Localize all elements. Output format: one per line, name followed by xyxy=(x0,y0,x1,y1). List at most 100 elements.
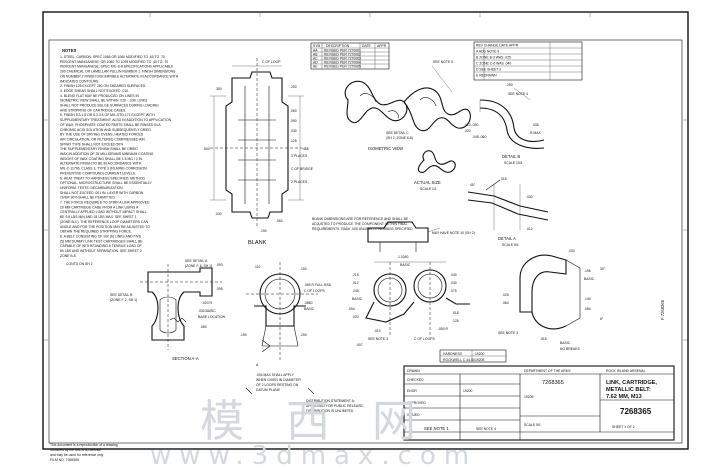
places-2-label: 2 PLACES xyxy=(291,180,308,184)
c-of-loops-label: C OF LOOPS xyxy=(304,289,325,293)
rev-right-row: A ADD NOTE 9 xyxy=(476,50,499,54)
dim-text: .050 R xyxy=(438,327,449,331)
apply-note: WHEN GIVEN IN DIAMETER xyxy=(256,378,301,382)
rev-header-date: DATE xyxy=(362,44,372,48)
note-line: BY THE USE OF DRYING OVENS, HEATED FORCE… xyxy=(60,133,144,137)
drawing-number: 7268365 xyxy=(620,407,652,416)
note-line: THE SUPPLEMENTARY FINISH SHALL BE DRIED xyxy=(60,147,138,151)
section-aa-view: SEE DETAIL A (ZONE F-6, SH 1) SEE DETAIL… xyxy=(110,259,226,361)
code-label: 19200 xyxy=(463,389,473,393)
note-line: CHROMIC ACID SOLUTION AND SUBSEQUENTLY D… xyxy=(60,128,151,132)
dim-text: 45° xyxy=(470,183,476,187)
distribution-line: DISTRIBUTION STATEMENT A: xyxy=(306,399,355,403)
note-line: 1. STEEL, CARBON, SPEC 1065 OR 1060 MODI… xyxy=(60,55,165,59)
dim-text: .084 xyxy=(584,307,591,311)
note-line: CAPABLE OF WITHSTANDING A TENSILE LOAD O… xyxy=(60,244,142,248)
rev-right-row: E REDRAWN xyxy=(476,74,497,78)
actual-size-scale: SCALE 1/1 xyxy=(420,187,437,191)
dim-text: .350 xyxy=(215,87,222,91)
note-line: OPTIONAL. MICROSTRUCTURE SHALL BE ESSENT… xyxy=(60,181,152,185)
rev-right-row: D SEE SHEET 2 xyxy=(476,68,501,72)
see-detail-c-label: SEE DETAIL C xyxy=(386,131,409,135)
note-line: ISOMETRIC VIEW SHALL BE WITHIN .010 - .0… xyxy=(60,99,148,103)
see-note-3-label: SEE NOTE 3 xyxy=(368,337,388,341)
stamp-line: FILM NO. 7268365 xyxy=(50,458,79,462)
detail-c-zone-label: (SH 2, ZONE 6-6) xyxy=(386,136,413,140)
note-line: ON NUMBER 2 FINISH DISCERNIBLE ALTERNATE… xyxy=(60,74,179,78)
rev-row-desc: REVISED PER 7270063 xyxy=(324,57,361,61)
see-note-5-label: SEE NOTE 5 xyxy=(433,60,453,64)
dim-text: .200 xyxy=(300,333,307,337)
side-view: MAY HAVE NOTE 10 (SH 2) 1.0340 BASIC .21… xyxy=(348,221,475,347)
note-line: AND STRIPPING OF CARTRIDGE CASES. xyxy=(60,108,126,112)
note-line: SUPPLEMENTARY TREATMENT; ALSO IN ADDITIO… xyxy=(60,118,172,122)
apply-note: .004 MAX SHALL APPLY xyxy=(256,373,295,377)
sheet-label: SHEET 1 OF 2 xyxy=(612,425,635,429)
see-note-10-label: MAY HAVE NOTE 10 (SH 2) xyxy=(432,231,475,235)
dim-text: 30° xyxy=(600,267,606,271)
code-label-2: 19205 xyxy=(524,395,534,399)
apply-note: OF 2 LOOPS RESTING ON xyxy=(256,383,299,387)
blank-note-line: REQUIREMENTS. RADII .005 UNLESS OTHERWIS… xyxy=(312,227,413,231)
rev-row-sym: AC xyxy=(313,57,318,61)
drawing-title-3: 7.62 MM, M13 xyxy=(606,394,642,400)
note-line: 7. THE FORCE REQUIRED TO STRIP A LINK AP… xyxy=(60,201,150,205)
dim-text: .030 xyxy=(290,129,297,133)
dim-text: .045-.060 xyxy=(472,135,486,139)
see-note-4-label: SEE NOTE 4 xyxy=(508,92,528,96)
note-line: UNIFORM. TESTS: DECARBURIZATION xyxy=(60,186,123,190)
dim-blank-height: .600 xyxy=(203,147,210,151)
detail-a-view: .250 SEE NOTE 4 .010-.030 .020 .045-.060… xyxy=(464,83,545,165)
note-line: PERCENT MANGANESE; OR 1080 TO 1095 MODIF… xyxy=(60,60,168,64)
scale-label: SCALE 5/1 xyxy=(524,423,541,427)
rev-row-desc: REVISED PER 7270061 xyxy=(324,49,361,53)
actual-size-label: ACTUAL SIZE xyxy=(414,180,441,185)
blank-view: C OF LOOP .600 .455 .350 .200 .060 .090 … xyxy=(203,58,314,246)
rev-row-desc: REVISED PER 7270065 xyxy=(324,65,361,69)
blank-note-line: ADJUSTED TO PRODUCE THE COMPONENT WITHIN… xyxy=(312,222,408,226)
title-row-label: CHECKED xyxy=(407,378,424,382)
note-line: (ZONE B-C). THE REFERENCE LOOP DIAMETERS… xyxy=(60,220,149,224)
dim-text: .033 xyxy=(568,249,575,253)
note-line: (5) MM DUMMY LINK TEST CARTRIDGES SHALL … xyxy=(60,239,143,243)
basic-label: BASIC xyxy=(560,341,571,345)
film-stamp: This document is a reproduction of a dra… xyxy=(50,443,118,462)
dim-text: .060 xyxy=(200,325,207,329)
datum-a-label: A xyxy=(256,363,259,367)
isometric-view: SEE NOTE 5 SEE DETAIL C (SH 2, ZONE 6-6)… xyxy=(344,60,471,191)
no-break-label: NO BREAKS xyxy=(560,347,581,351)
note-line: CENTRALLY APPLIED LOAD WITHOUT IMPACT SH… xyxy=(60,210,147,214)
note-line: OBTAIN THE REQUIRED STRIPPING FORCE. xyxy=(60,230,132,234)
revision-table: SYM DESCRIPTION DATE APPR AA REVISED PER… xyxy=(310,42,390,70)
note-line: 6. HEAT TREAT TO HARDNESS SPECIFIED; MET… xyxy=(60,176,145,180)
code-label-2: 19205 xyxy=(475,358,485,362)
note-line: AIR CIRCULATION, OR FILTERED COMPRESSED … xyxy=(60,137,146,141)
code-label: 19200 xyxy=(475,352,485,356)
drawing-border xyxy=(42,11,689,450)
blank-view-label: BLANK xyxy=(248,240,267,246)
dim-text: .095 xyxy=(216,287,223,291)
hardness-value: ROCKWELL C 44-50 xyxy=(443,358,475,362)
note-line: 20 MM CARTRIDGE CASE FROM A LINK USING A xyxy=(60,205,139,209)
hardness-label: HARDNESS xyxy=(443,352,463,356)
revision-table-right: REV CHANGE DATE APPR A ADD NOTE 9 B ZONE… xyxy=(473,41,583,81)
dim-text: .3860 xyxy=(304,301,313,305)
see-note-3b-label: SEE NOTE 3 xyxy=(498,331,518,335)
detail-a-scale: SCALE 8/1 xyxy=(502,243,519,247)
blank-note-line: BLANK DIMENSIONS ARE FOR REFERENCE AND S… xyxy=(312,217,409,221)
dim-text: .245 xyxy=(352,289,359,293)
dim-text: .020 R xyxy=(202,301,213,305)
dim-text: .012 xyxy=(526,227,533,231)
note-line: PREVENTIVE COMPOUND) CURRENT LEVELS. xyxy=(60,171,136,175)
drawing-title-2: METALLIC BELT: xyxy=(606,387,651,393)
datum-plane-label: DATUM PLANE xyxy=(256,388,281,392)
note-line: PERCENT MANGANESE; SPEC MIL-S-8 SPECIFIC… xyxy=(60,65,174,69)
watermark-cn: 模 西 网 xyxy=(200,396,430,447)
rev-row-desc: REVISED PER 7270064 xyxy=(324,61,361,65)
dim-text: 1.0340 xyxy=(398,255,408,259)
dim-text: .040 xyxy=(450,273,457,277)
notes-block: NOTES 1. STEEL, CARBON, SPEC 1065 OR 106… xyxy=(60,48,179,266)
note-line: SPRAY TYPE SHALL NOT EXCEED 50% xyxy=(60,142,123,146)
rev-row-desc: REVISED PER 7270062 xyxy=(324,53,361,57)
detail-b-scale: SCALE 10/1 xyxy=(504,161,523,165)
